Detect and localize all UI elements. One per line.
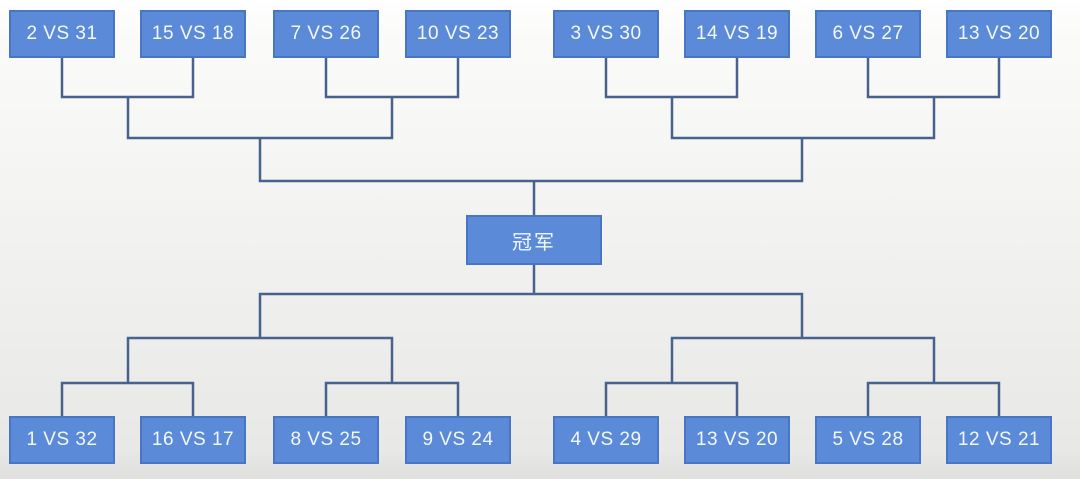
connector-bottom-pair-4	[866, 381, 1001, 416]
connector-top-pair-3	[604, 58, 739, 99]
connector-bottom-pair-2	[324, 381, 460, 416]
connector-bottom-final	[258, 292, 804, 338]
connector-bottom-pair-3	[604, 381, 739, 416]
match-top-7: 6 VS 27	[815, 10, 921, 58]
match-bottom-4: 9 VS 24	[405, 416, 511, 464]
match-bottom-8: 12 VS 21	[946, 416, 1052, 464]
connector-bottom-pair-1	[60, 381, 195, 416]
match-bottom-3: 8 VS 25	[273, 416, 379, 464]
match-bottom-2: 16 VS 17	[140, 416, 246, 464]
connector-bottom-quad-right	[670, 336, 936, 383]
match-bottom-6: 13 VS 20	[684, 416, 790, 464]
match-top-5: 3 VS 30	[553, 10, 659, 58]
match-top-6: 14 VS 19	[684, 10, 790, 58]
connector-top-pair-2	[324, 58, 460, 99]
match-top-1: 2 VS 31	[9, 10, 115, 58]
match-bottom-1: 1 VS 32	[9, 416, 115, 464]
match-top-4: 10 VS 23	[405, 10, 511, 58]
connector-top-pair-1	[60, 58, 195, 99]
champion-box: 冠军	[466, 215, 602, 265]
match-bottom-5: 4 VS 29	[553, 416, 659, 464]
connector-top-quad-left	[126, 97, 394, 140]
connector-top-quad-right	[670, 97, 936, 140]
connector-top-pair-4	[866, 58, 1001, 99]
connector-top-final	[258, 138, 804, 183]
match-top-8: 13 VS 20	[946, 10, 1052, 58]
match-top-3: 7 VS 26	[273, 10, 379, 58]
match-top-2: 15 VS 18	[140, 10, 246, 58]
match-bottom-7: 5 VS 28	[815, 416, 921, 464]
connector-bottom-quad-left	[126, 336, 394, 383]
